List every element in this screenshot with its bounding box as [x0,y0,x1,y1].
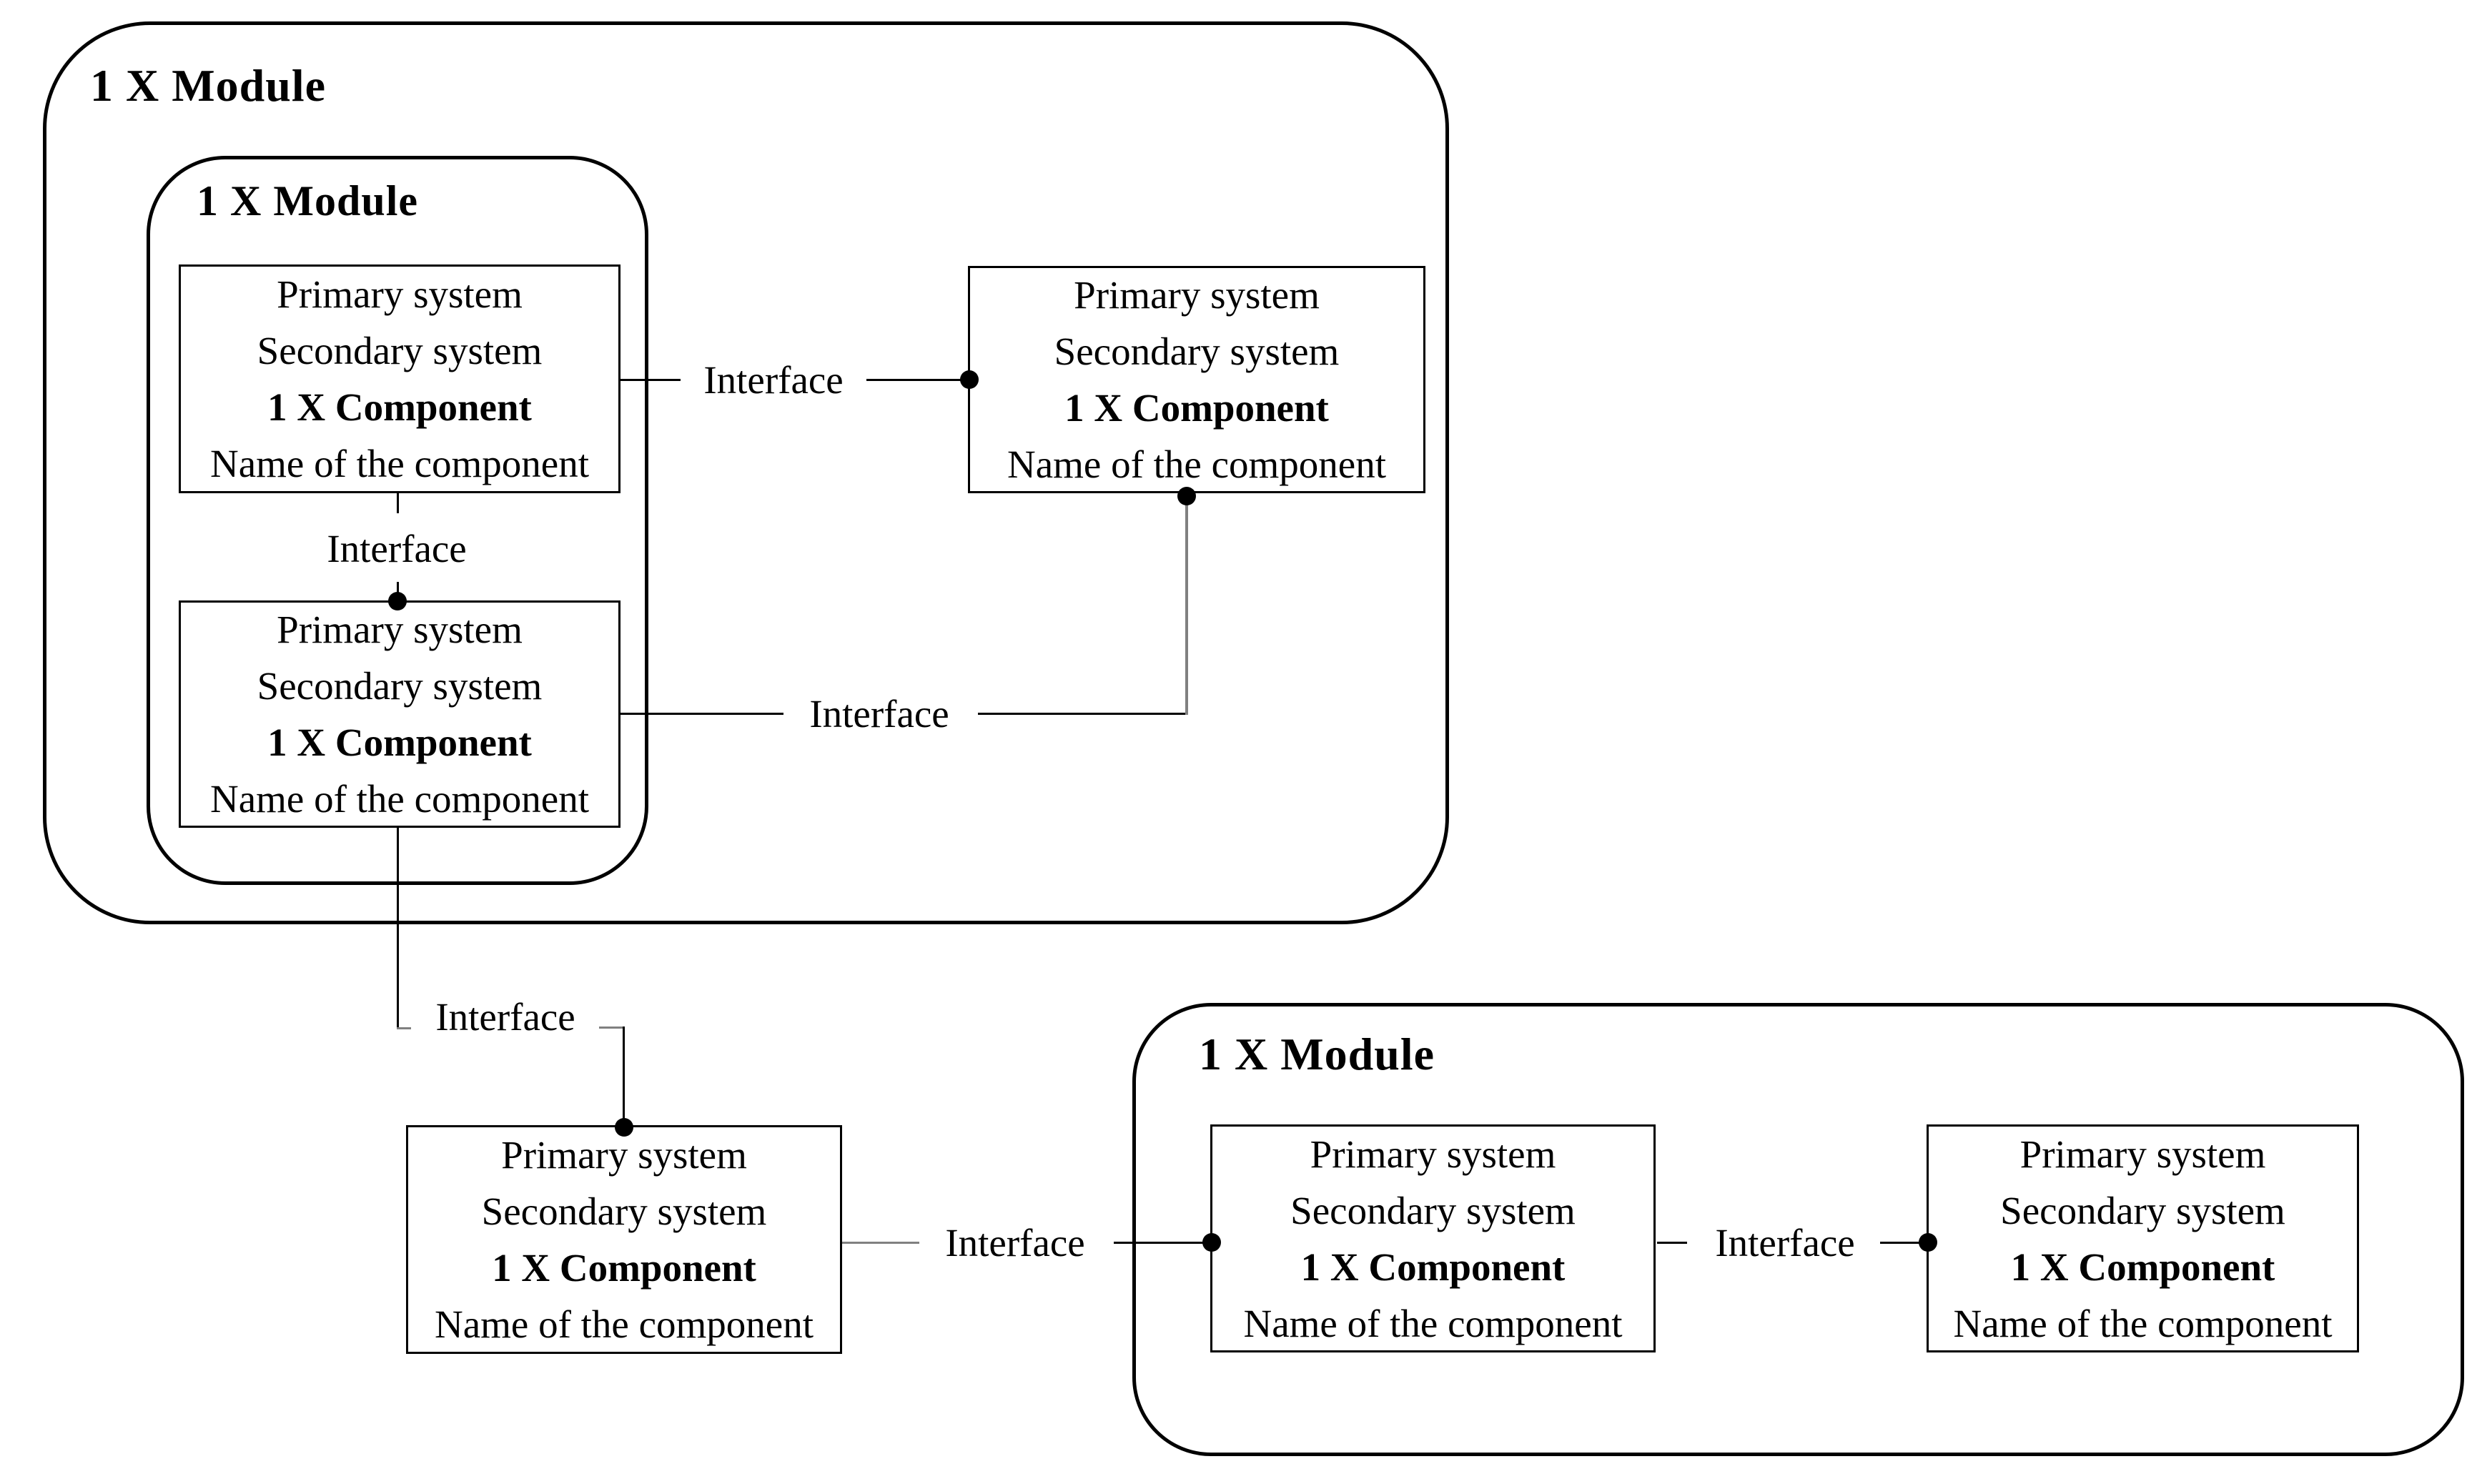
component-primary-system: Primary system [277,608,523,651]
connector-segment [397,828,399,1029]
module-bottom-title: 1 X Module [1199,1029,1435,1079]
component-name: Name of the component [1953,1301,2333,1345]
component-primary-system: Primary system [2019,1132,2266,1176]
module-outer-title: 1 X Module [90,60,326,111]
connector-segment [1114,1242,1212,1244]
interface-label: Interface [681,360,866,401]
connector-segment [599,1027,625,1029]
component-box-bottom-left: Primary system Secondary system 1 X Comp… [1210,1124,1656,1352]
connector-segment [866,379,970,381]
connection-dot [960,370,979,389]
connector-segment [620,379,685,381]
component-box-mid-left: Primary system Secondary system 1 X Comp… [179,600,620,828]
component-name: Name of the component [210,442,589,485]
component-name: Name of the component [210,777,589,821]
component-id: 1 X Component [1300,1245,1566,1289]
component-secondary-system: Secondary system [257,329,543,372]
component-name: Name of the component [1007,442,1386,486]
interface-label: Interface [1692,1222,1878,1264]
connection-dot [388,592,407,610]
connector-segment [1880,1242,1928,1244]
component-id: 1 X Component [1064,386,1329,430]
component-id: 1 X Component [267,385,532,429]
connection-dot [1919,1233,1937,1252]
component-name: Name of the component [1243,1301,1623,1345]
component-box-bottom-right: Primary system Secondary system 1 X Comp… [1927,1124,2359,1352]
component-primary-system: Primary system [501,1133,747,1177]
interface-label: Interface [304,528,490,570]
component-secondary-system: Secondary system [257,664,543,708]
connector-segment [397,1027,411,1029]
interface-label: Interface [922,1222,1108,1264]
component-secondary-system: Secondary system [1054,330,1340,373]
connection-dot [615,1118,633,1137]
connector-segment [620,713,783,715]
component-box-top-left: Primary system Secondary system 1 X Comp… [179,264,620,493]
component-secondary-system: Secondary system [481,1189,767,1233]
interface-label: Interface [412,996,598,1038]
connection-dot [1177,487,1196,505]
connector-segment [842,1242,919,1244]
component-id: 1 X Component [492,1246,756,1290]
component-box-standalone: Primary system Secondary system 1 X Comp… [406,1125,842,1354]
component-primary-system: Primary system [277,272,523,316]
connection-dot [1202,1233,1221,1252]
component-secondary-system: Secondary system [1290,1188,1576,1232]
interface-label: Interface [786,693,972,735]
connector-segment [1657,1242,1687,1244]
connector-segment [397,493,399,513]
module-bottom [1132,1003,2464,1456]
component-primary-system: Primary system [1310,1132,1556,1176]
connector-segment [978,713,1188,715]
component-secondary-system: Secondary system [2000,1188,2285,1232]
component-id: 1 X Component [2010,1245,2275,1289]
component-id: 1 X Component [267,721,532,764]
component-primary-system: Primary system [1074,273,1320,317]
component-box-top-right: Primary system Secondary system 1 X Comp… [968,266,1425,493]
connector-segment [1185,496,1188,715]
connector-segment [623,1027,625,1128]
module-outer [43,21,1449,924]
component-name: Name of the component [435,1302,814,1346]
module-inner-title: 1 X Module [197,177,418,224]
